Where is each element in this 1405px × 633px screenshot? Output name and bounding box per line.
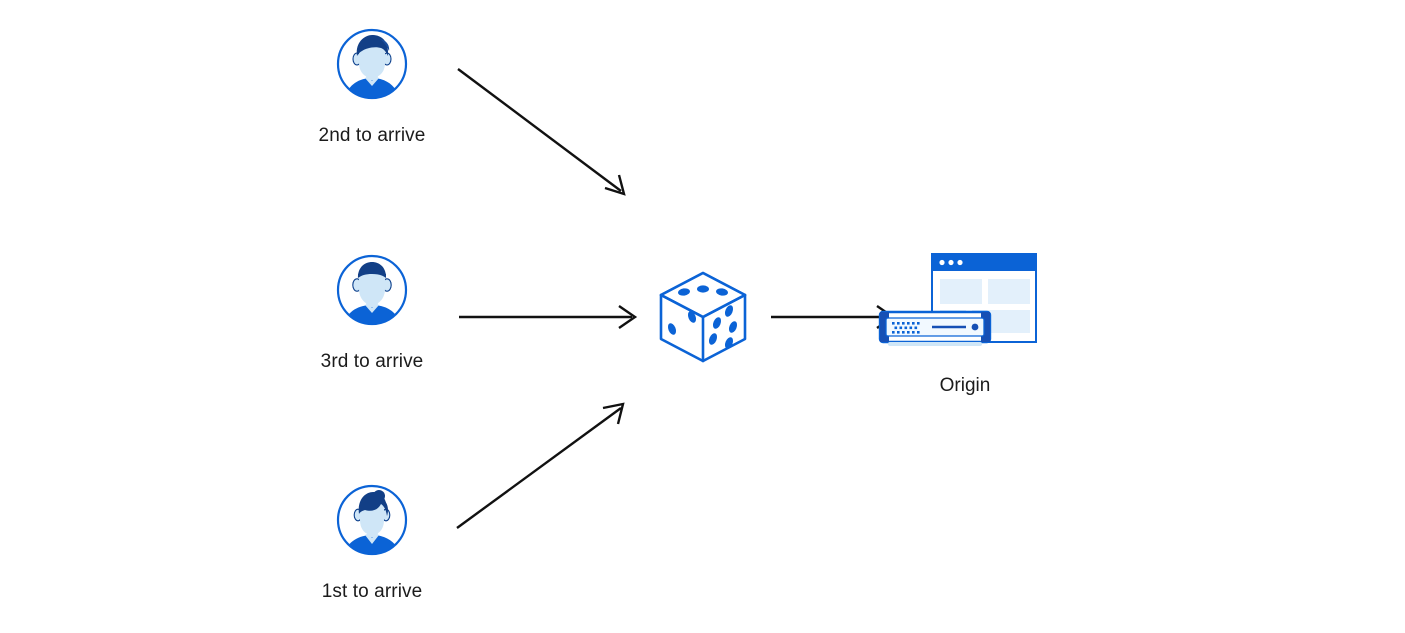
dice-icon [659,271,747,363]
node-user-top: 2nd to arrive [292,25,452,148]
node-label-user-bottom: 1st to arrive [321,581,423,602]
node-label-user-top: 2nd to arrive [318,125,426,146]
router-appliance-icon [878,310,992,346]
user-avatar-icon [292,251,452,329]
node-user-bottom: 1st to arrive [292,481,452,604]
user-avatar-icon [292,25,452,103]
node-label-user-middle: 3rd to arrive [320,351,424,372]
dice-pips-top [678,285,728,296]
origin-server-icon [865,253,1065,353]
node-label-origin: Origin [939,375,991,396]
connector-top-user-to-dice [457,68,626,196]
user-avatar-icon [292,481,452,559]
node-randomizer [653,267,753,367]
node-origin: Origin [865,253,1065,398]
connector-bottom-user-to-dice [456,402,625,529]
dice-pips-left [667,311,697,335]
node-user-middle: 3rd to arrive [292,251,452,374]
dice-pips-right [708,305,738,349]
connector-middle-user-to-dice [459,305,638,329]
